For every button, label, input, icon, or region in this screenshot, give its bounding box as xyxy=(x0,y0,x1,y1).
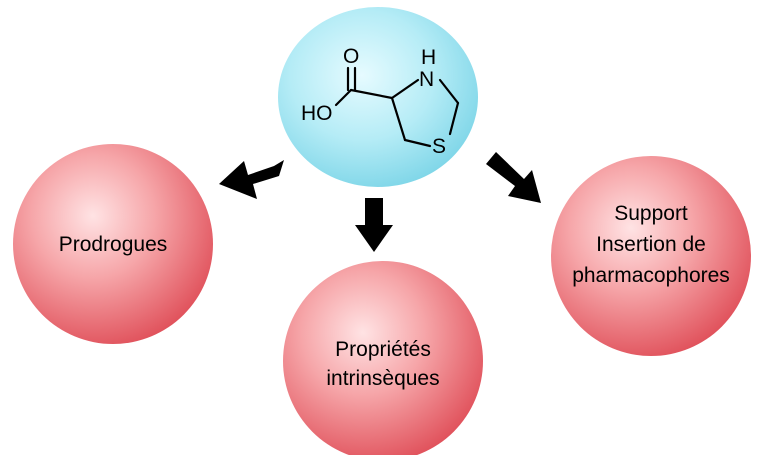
bubble-proprietes-line-1: Propriétés xyxy=(335,338,431,361)
atom-hydroxyl: HO xyxy=(301,102,333,125)
arrow-right xyxy=(486,152,541,203)
bubble-support-line-1: Support xyxy=(614,202,688,225)
bubble-proprietes-line-2: intrinsèques xyxy=(326,367,439,390)
atom-oxygen: O xyxy=(343,45,359,68)
center-bubble xyxy=(278,7,478,187)
atom-amine-h: H xyxy=(421,46,436,69)
molecule-bonds xyxy=(334,66,460,148)
arrow-left xyxy=(219,160,284,199)
bubble-prodrogues-label: Prodrogues xyxy=(59,233,168,256)
bubble-support xyxy=(551,156,751,356)
atom-sulfur: S xyxy=(432,135,446,158)
bubble-support-line-2: Insertion de xyxy=(596,233,706,256)
bubble-proprietes xyxy=(283,261,483,455)
atom-nitrogen: N xyxy=(419,68,434,91)
bubble-support-line-3: pharmacophores xyxy=(572,264,730,287)
bubble-prodrogues xyxy=(13,144,213,344)
arrow-down xyxy=(355,198,393,252)
